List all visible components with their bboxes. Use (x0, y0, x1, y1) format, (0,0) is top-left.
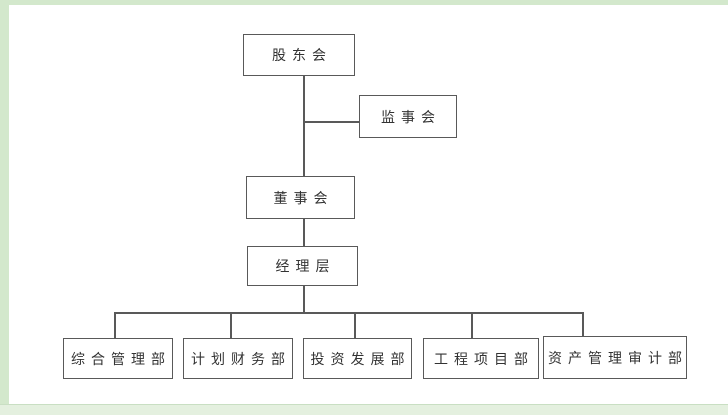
org-node-label: 资产管理审计部 (548, 349, 688, 366)
org-node-board-of-directors: 董事会 (246, 176, 355, 219)
connector-branch-to-supervisors (304, 121, 359, 123)
org-node-label: 投资发展部 (310, 350, 411, 367)
page-frame-bottom (0, 404, 728, 415)
org-node-engineering-project-dept: 工程项目部 (423, 338, 539, 379)
connector-shareholders-to-directors (303, 75, 305, 177)
org-node-management-level: 经理层 (247, 246, 358, 286)
org-node-board-of-supervisors: 监事会 (359, 95, 457, 138)
connector-drop-planning-finance (230, 312, 232, 338)
org-node-asset-mgmt-audit-dept: 资产管理审计部 (543, 336, 687, 379)
org-node-label: 董事会 (273, 189, 334, 206)
org-node-label: 股东会 (272, 47, 332, 63)
org-node-label: 监事会 (381, 108, 441, 125)
page-frame-top (0, 0, 728, 5)
connector-distribution-bus (114, 312, 583, 314)
org-node-planning-finance-dept: 计划财务部 (183, 338, 293, 379)
org-node-label: 工程项目部 (434, 350, 534, 367)
org-node-label: 计划财务部 (191, 350, 291, 367)
org-node-investment-dev-dept: 投资发展部 (303, 338, 412, 379)
page-frame-left (0, 0, 9, 415)
org-node-general-admin-dept: 综合管理部 (63, 338, 173, 379)
connector-drop-general-admin (114, 312, 116, 338)
org-node-label: 综合管理部 (71, 350, 171, 367)
connector-directors-to-management (303, 219, 305, 246)
connector-management-to-bus (303, 286, 305, 313)
connector-drop-engineering-project (471, 312, 473, 338)
org-node-label: 经理层 (275, 258, 336, 274)
connector-drop-investment-dev (354, 312, 356, 338)
connector-drop-asset-audit (582, 312, 584, 336)
org-node-shareholders-meeting: 股东会 (243, 34, 355, 76)
